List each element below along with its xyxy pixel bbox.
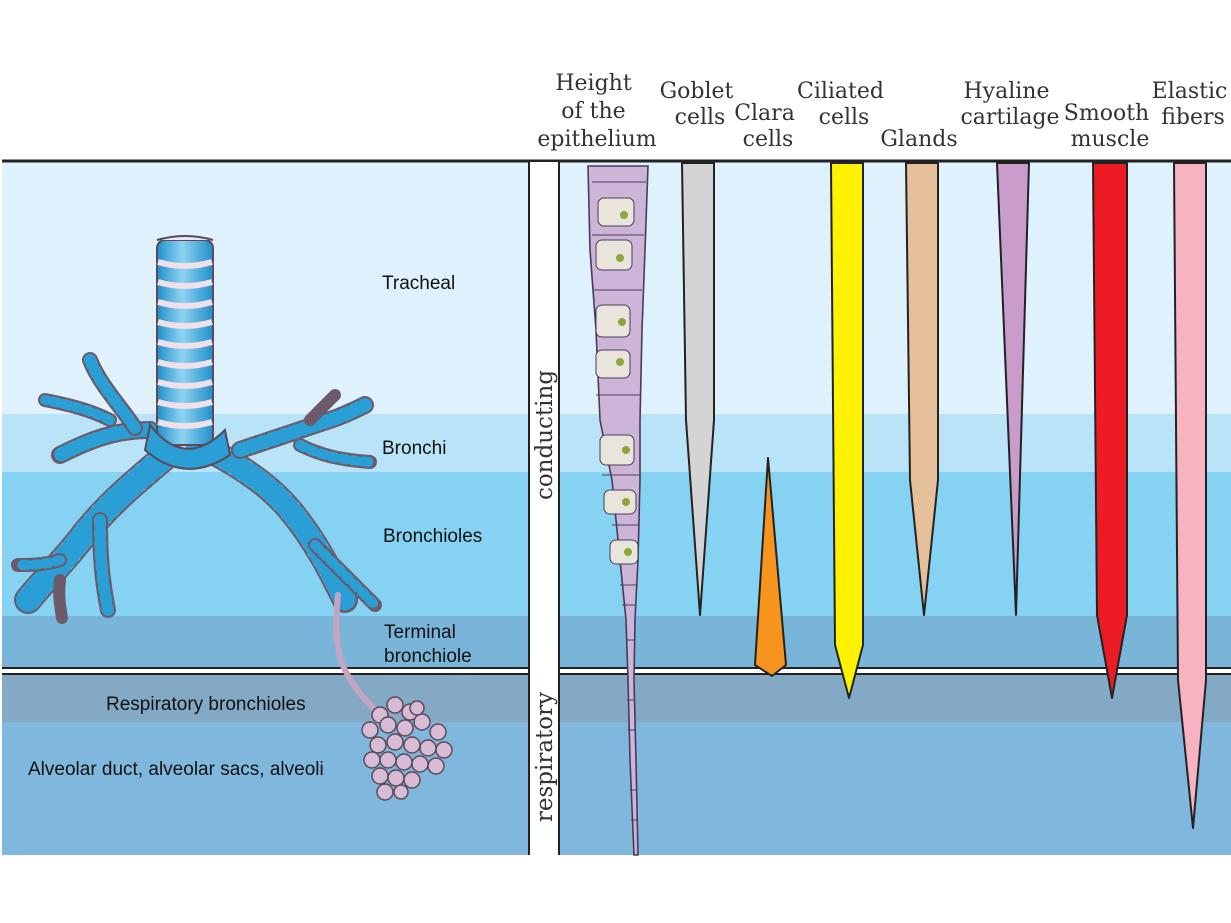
header-glands: Glands: [880, 127, 957, 152]
label-respiratory-bronchioles: Respiratory bronchioles: [106, 694, 306, 715]
band-alveolar: [2, 722, 1231, 855]
header-clara-cells: Clara cells: [734, 101, 802, 152]
spike-ciliated-cells: [830, 162, 864, 699]
spike-hyaline-cartilage: [996, 162, 1030, 616]
label-tracheal: Tracheal: [382, 273, 455, 294]
spike-elastic-fibers: [1173, 162, 1207, 829]
label-terminal-bronchiole-line1: Terminal: [384, 622, 456, 643]
label-bronchioles: Bronchioles: [383, 526, 482, 547]
zone-divider-gap: [2, 669, 1231, 673]
spike-goblet-cells: [681, 162, 715, 616]
label-terminal-bronchiole-line2: bronchiole: [384, 646, 472, 667]
band-terminal-bronchiole: [2, 616, 1231, 668]
label-bronchi: Bronchi: [382, 438, 446, 459]
header-ciliated-cells: Ciliated cells: [797, 79, 891, 130]
epithelium-height-strip: [587, 165, 649, 856]
spike-smooth-muscle: [1092, 162, 1128, 699]
spike-glands: [905, 162, 939, 616]
column-headers: Height of the epithelium Goblet cells Cl…: [537, 71, 1231, 152]
header-hyaline-cartilage: Hyaline cartilage: [960, 79, 1059, 130]
region-labels: Tracheal Bronchi Bronchioles Terminal br…: [28, 273, 482, 780]
header-goblet-cells: Goblet cells: [660, 79, 741, 130]
feature-spikes: [681, 162, 1207, 829]
alveoli-cluster: [361, 696, 453, 801]
label-alveolar: Alveolar duct, alveolar sacs, alveoli: [28, 759, 324, 780]
zone-label-respiratory: respiratory: [532, 692, 558, 822]
header-elastic-fibers: Elastic fibers: [1152, 79, 1231, 130]
trachea: [143, 235, 232, 470]
bronchial-tree-illustration: [11, 235, 453, 801]
header-smooth-muscle: Smooth muscle: [1064, 101, 1156, 152]
zone-strip: [529, 162, 559, 855]
header-height-of-epithelium: Height of the epithelium: [537, 71, 656, 152]
spike-clara-cells: [754, 457, 787, 677]
band-respiratory-bronchioles: [2, 674, 1231, 722]
zone-label-conducting: conducting: [532, 370, 558, 500]
